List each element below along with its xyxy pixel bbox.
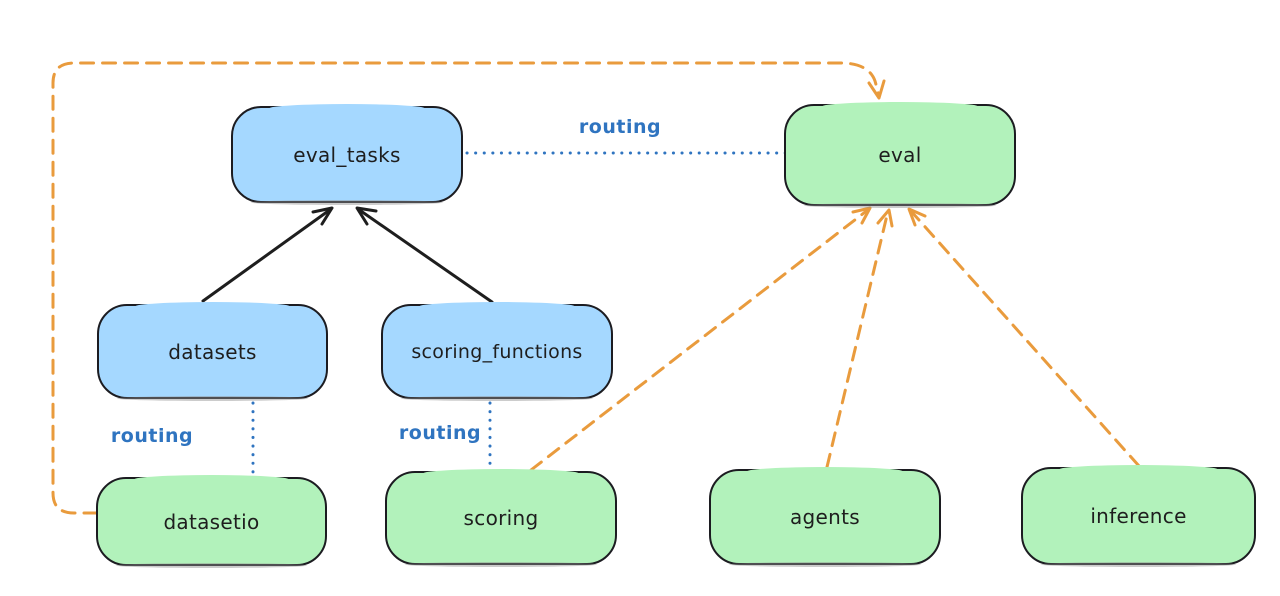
node-agents-label: agents <box>790 505 860 529</box>
node-eval-tasks-label: eval_tasks <box>293 142 401 167</box>
node-eval-label: eval <box>878 143 922 167</box>
edge-label-routing-eval-tasks-eval: routing <box>578 116 662 138</box>
edge-scoring-to-eval <box>529 206 872 472</box>
edge-datasetio-to-eval-loop <box>51 61 886 515</box>
node-scoring-functions-label: scoring_functions <box>411 340 583 363</box>
edge-inference-to-eval <box>907 207 1141 468</box>
node-datasetio-label: datasetio <box>163 509 260 534</box>
node-scoring-label: scoring <box>463 506 539 530</box>
edge-label-routing-scoring-functions-scoring: routing <box>398 422 482 444</box>
node-inference: inference <box>1021 465 1256 567</box>
node-eval: eval <box>784 102 1016 208</box>
edge-datasets-to-eval-tasks <box>201 206 334 303</box>
node-datasetio: datasetio <box>96 475 327 568</box>
node-scoring: scoring <box>385 469 617 567</box>
edge-agents-to-eval <box>825 208 894 469</box>
edge-scoring-functions-to-eval-tasks <box>355 206 494 304</box>
node-scoring-functions: scoring_functions <box>381 302 613 401</box>
node-datasets-label: datasets <box>168 339 257 364</box>
edge-label-routing-datasets-datasetio: routing <box>110 425 194 447</box>
node-inference-label: inference <box>1090 504 1187 528</box>
node-agents: agents <box>709 467 941 567</box>
node-datasets: datasets <box>97 302 328 401</box>
node-eval-tasks: eval_tasks <box>231 104 463 205</box>
